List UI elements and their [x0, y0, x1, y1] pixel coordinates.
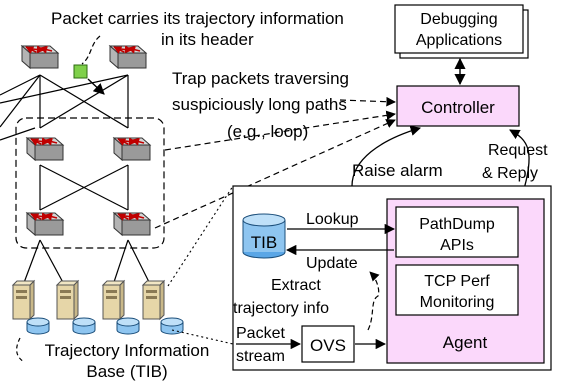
tib-caption-line1: Trajectory Information: [45, 341, 210, 360]
packet-icon: [73, 64, 88, 79]
switch-tor-right: [114, 213, 150, 235]
request-reply-line1: Request: [488, 142, 548, 159]
request-reply-arrow: [509, 129, 530, 197]
trap-line-tor: [154, 119, 396, 229]
zoom-line-bottom: [171, 329, 234, 345]
request-reply-line2: & Reply: [482, 165, 538, 182]
header-note-line2: in its header: [161, 30, 254, 49]
trap-note-line2: suspiciously long paths: [172, 95, 347, 114]
switch-core-right: [110, 46, 146, 68]
extract-line1: Extract: [271, 277, 321, 294]
raise-alarm-label: Raise alarm: [352, 161, 443, 180]
tib-store-4: [160, 317, 184, 335]
agent-label: Agent: [443, 333, 488, 352]
trap-note-line1: Trap packets traversing: [172, 69, 349, 88]
extract-line2: trajectory info: [233, 300, 329, 317]
trap-line-top: [339, 96, 396, 107]
zoom-line-top: [167, 185, 234, 287]
pathdump-apis-box: [395, 206, 519, 258]
tcp-perf-box: [395, 264, 519, 316]
switch-core-left: [22, 46, 58, 68]
tib-caption-line2: Base (TIB): [86, 362, 167, 381]
trap-line-loop: [164, 110, 396, 151]
tcp-perf-line1: TCP Perf: [424, 273, 490, 290]
switch-agg-left: [27, 138, 63, 160]
header-callout-line: [81, 35, 101, 65]
debugging-apps-line2: Applications: [416, 32, 502, 49]
server-3: [102, 280, 125, 320]
tib-caption-bracket: [16, 337, 25, 363]
packet-stream-line1: Packet: [236, 325, 285, 342]
lookup-label: Lookup: [306, 211, 359, 228]
trap-note-line3: (e.g., loop): [227, 122, 308, 141]
server-4: [142, 280, 165, 320]
tib-store-1: [26, 317, 50, 335]
switch-agg-right: [114, 138, 150, 160]
server-2: [56, 280, 79, 320]
debugging-apps-line1: Debugging: [420, 11, 497, 28]
header-note-line1: Packet carries its trajectory informatio…: [51, 9, 344, 28]
network-links: [0, 74, 153, 289]
packet-direction-arrow: [87, 78, 105, 95]
debugging-apps-box: [394, 4, 524, 54]
pathdump-apis-line2: APIs: [440, 237, 474, 254]
extract-arrow: [367, 271, 380, 331]
pod-boundary: [15, 117, 165, 249]
ovs-label: OVS: [310, 336, 346, 355]
controller-label: Controller: [421, 98, 495, 117]
ovs-box: [301, 325, 355, 363]
tib-database-icon: [242, 213, 286, 259]
packet-stream-line2: stream: [236, 348, 285, 365]
controller-box: [396, 85, 520, 127]
server-1: [12, 280, 35, 320]
tcp-perf-line2: Monitoring: [420, 294, 495, 311]
tib-label: TIB: [251, 233, 277, 252]
tib-store-3: [116, 317, 140, 335]
switch-tor-left: [27, 213, 63, 235]
pathdump-apis-line1: PathDump: [419, 216, 495, 233]
raise-alarm-arrow: [351, 125, 421, 187]
tib-store-2: [72, 317, 96, 335]
update-label: Update: [306, 255, 358, 272]
